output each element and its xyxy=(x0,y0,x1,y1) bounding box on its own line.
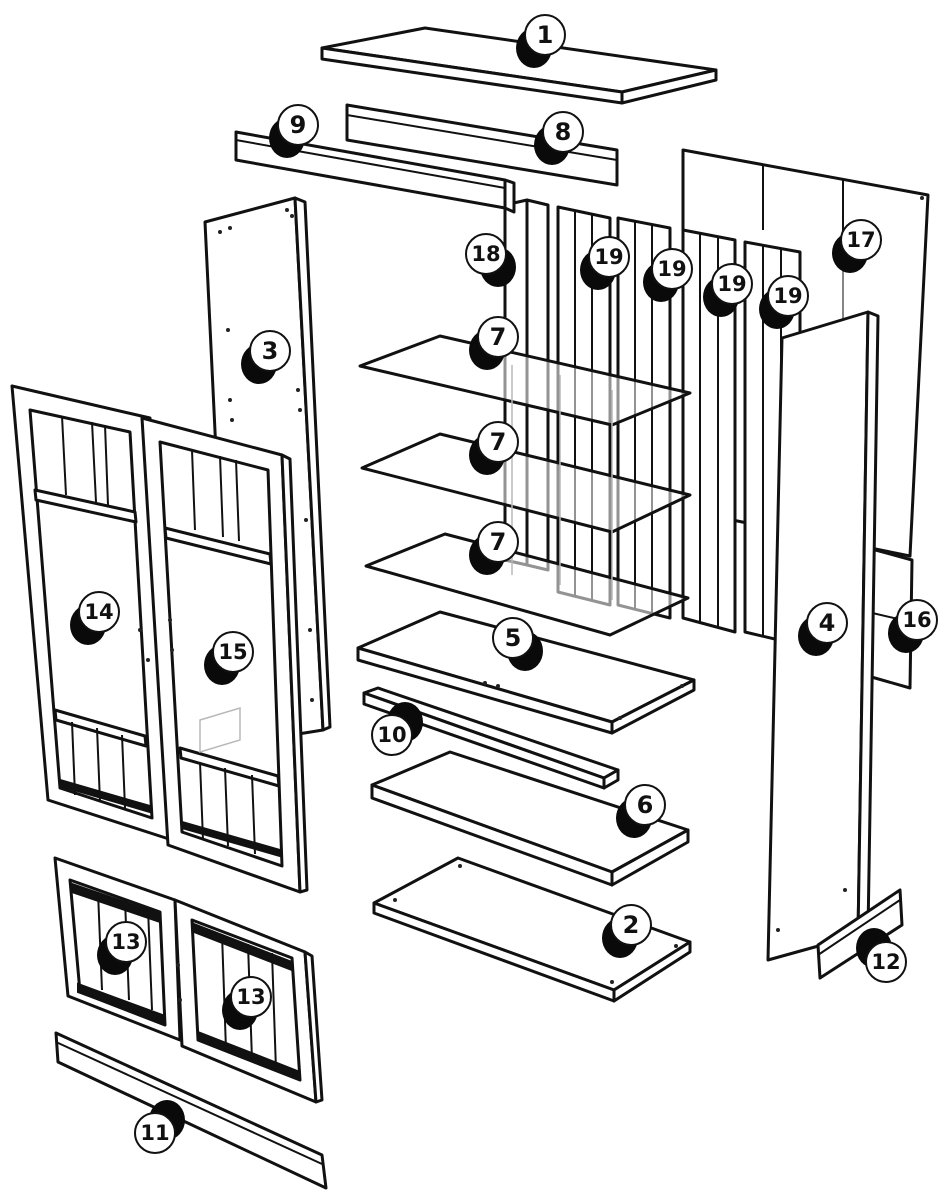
svg-text:3: 3 xyxy=(262,337,279,365)
svg-text:12: 12 xyxy=(871,950,900,974)
callout-14: 14 xyxy=(70,591,120,645)
callout-9: 9 xyxy=(269,104,319,158)
callout-11: 11 xyxy=(134,1100,185,1154)
svg-text:8: 8 xyxy=(555,118,572,146)
callout-4: 4 xyxy=(798,602,848,656)
svg-text:9: 9 xyxy=(290,111,307,139)
svg-text:6: 6 xyxy=(637,791,654,819)
callout-13-left: 13 xyxy=(97,921,147,975)
callout-16: 16 xyxy=(888,599,938,653)
svg-text:7: 7 xyxy=(490,428,507,456)
callout-7-top: 7 xyxy=(469,316,519,370)
svg-text:17: 17 xyxy=(846,228,875,252)
svg-text:18: 18 xyxy=(471,242,500,266)
callout-5: 5 xyxy=(492,617,543,671)
svg-text:19: 19 xyxy=(594,245,623,269)
part-10-lower-rail xyxy=(362,686,620,790)
callout-19-a: 19 xyxy=(580,236,630,290)
callout-8: 8 xyxy=(534,111,584,165)
callout-13-right: 13 xyxy=(222,976,272,1030)
svg-text:16: 16 xyxy=(902,608,931,632)
part-1-top-panel xyxy=(320,26,718,105)
part-11-bottom-plinth xyxy=(54,1031,328,1190)
svg-text:19: 19 xyxy=(717,272,746,296)
svg-text:14: 14 xyxy=(84,600,113,624)
callout-1: 1 xyxy=(516,14,566,68)
svg-text:7: 7 xyxy=(490,528,507,556)
svg-text:1: 1 xyxy=(537,21,554,49)
callout-6: 6 xyxy=(616,784,666,838)
svg-text:13: 13 xyxy=(111,930,140,954)
callout-17: 17 xyxy=(832,219,882,273)
callout-12: 12 xyxy=(856,928,907,983)
callout-19-c: 19 xyxy=(703,263,753,317)
part-8-top-rail xyxy=(345,103,619,187)
part-7-glass-shelves xyxy=(358,334,692,637)
svg-text:19: 19 xyxy=(773,284,802,308)
callout-19-b: 19 xyxy=(643,248,693,302)
svg-text:19: 19 xyxy=(657,257,686,281)
svg-text:7: 7 xyxy=(490,323,507,351)
part-9-top-rail xyxy=(234,130,516,214)
callout-3: 3 xyxy=(241,330,291,384)
svg-text:2: 2 xyxy=(623,911,640,939)
part-12-right-plinth xyxy=(816,888,904,980)
svg-text:15: 15 xyxy=(218,640,247,664)
callout-7-bottom: 7 xyxy=(469,521,519,575)
callout-18: 18 xyxy=(465,233,516,287)
svg-text:10: 10 xyxy=(377,723,406,747)
callout-2: 2 xyxy=(602,904,652,958)
svg-text:5: 5 xyxy=(505,624,522,652)
callout-7-middle: 7 xyxy=(469,421,519,475)
svg-text:13: 13 xyxy=(236,985,265,1009)
svg-text:4: 4 xyxy=(819,609,836,637)
part-6-lower-shelf xyxy=(370,750,690,887)
callout-15: 15 xyxy=(204,631,254,685)
callout-19-d: 19 xyxy=(759,275,809,329)
part-2-bottom-panel xyxy=(372,856,692,1003)
svg-text:11: 11 xyxy=(140,1121,169,1145)
callout-10: 10 xyxy=(371,702,423,756)
